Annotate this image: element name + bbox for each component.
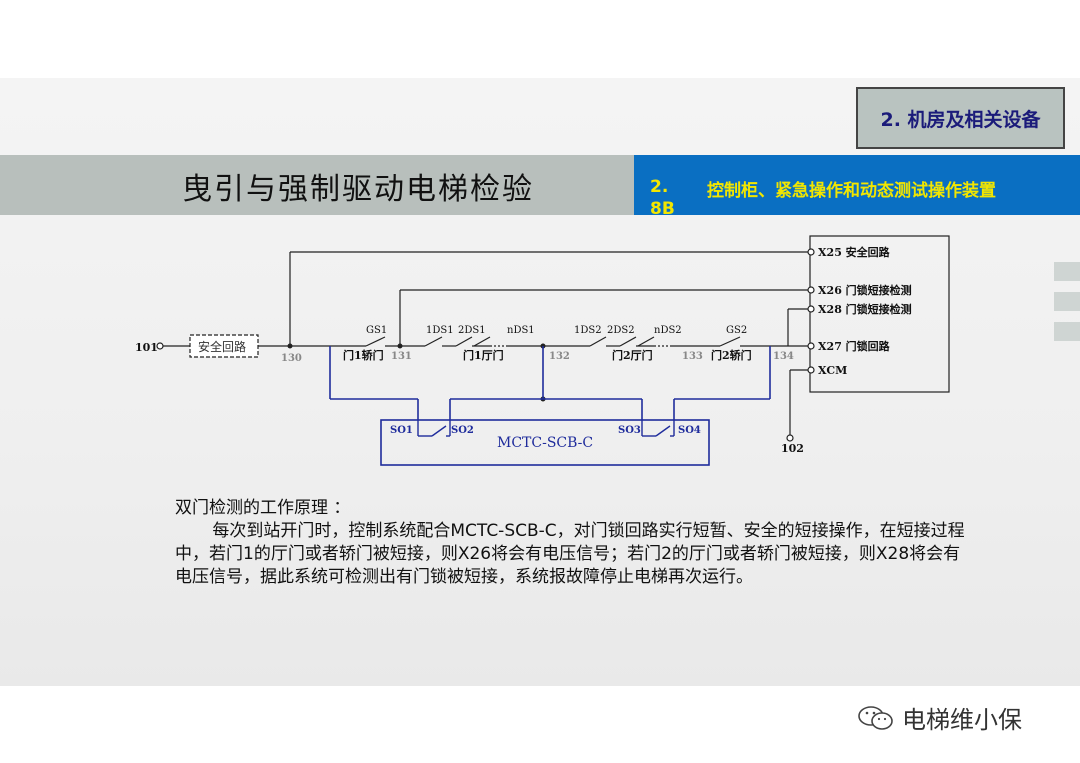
- side-tab[interactable]: [1054, 262, 1080, 281]
- section-number: 2.8B: [650, 177, 675, 219]
- door-label: 门2轿门: [711, 348, 752, 362]
- node-number: 130: [281, 353, 302, 364]
- switch-label: nDS2: [654, 325, 682, 336]
- board-contact: SO3: [618, 425, 641, 436]
- board-contact: SO4: [678, 425, 701, 436]
- switch-label: 1DS1: [426, 325, 454, 336]
- terminal-101: [156, 342, 164, 350]
- board-contact: SO1: [390, 425, 413, 436]
- controller-terminal-x27: X27 门锁回路: [818, 339, 891, 353]
- mctc-scb-c-board: [380, 419, 710, 466]
- switch-label: 2DS1: [458, 325, 486, 336]
- terminal-102: [786, 434, 794, 442]
- door-label: 门2厅门: [612, 348, 653, 362]
- switch-label: 2DS2: [607, 325, 635, 336]
- safety-wiring: [163, 251, 808, 435]
- section-band: [634, 155, 1080, 215]
- node-number: 133: [682, 351, 703, 362]
- board-contact: SO2: [451, 425, 474, 436]
- switch-label: 1DS2: [574, 325, 602, 336]
- switch-label: GS1: [366, 325, 387, 336]
- slide-title: 曳引与强制驱动电梯检验: [182, 172, 534, 207]
- controller-box: [809, 235, 950, 393]
- switch-label: GS2: [726, 325, 747, 336]
- chapter-label: 2. 机房及相关设备: [856, 87, 1065, 149]
- board-name: MCTC-SCB-C: [497, 435, 593, 451]
- controller-terminal-x26: X26 门锁短接检测: [818, 283, 912, 297]
- watermark: 电梯维小保: [856, 700, 1022, 735]
- side-tab[interactable]: [1054, 322, 1080, 341]
- terminal-102-label: 102: [781, 442, 804, 455]
- switch-label: nDS1: [507, 325, 535, 336]
- title-band: [0, 155, 634, 215]
- principle-description: 双门检测的工作原理 ： 每次到站开门时，控制系统配合MCTC-SCB-C，对门锁…: [175, 497, 965, 589]
- controller-terminal-xcm: XCM: [818, 364, 847, 377]
- node-number: 132: [549, 351, 570, 362]
- safety-box-label: 安全回路: [198, 339, 246, 354]
- side-tabs: [1054, 262, 1080, 352]
- side-tab[interactable]: [1054, 292, 1080, 311]
- wechat-icon: [858, 705, 893, 730]
- section-title: 控制柜、紧急操作和动态测试操作装置: [707, 181, 996, 201]
- terminal-101-label: 101: [135, 341, 158, 354]
- controller-terminal-x25: X25 安全回路: [818, 245, 891, 259]
- door-lock-switches: [365, 336, 741, 347]
- door-label: 门1厅门: [463, 348, 504, 362]
- safety-circuit-box: [189, 334, 259, 358]
- node-number: 131: [391, 351, 412, 362]
- description-body: 每次到站开门时，控制系统配合MCTC-SCB-C，对门锁回路实行短暂、安全的短接…: [175, 521, 965, 587]
- junction-dots: [287, 343, 546, 402]
- node-number: 134: [773, 351, 794, 362]
- controller-terminal-x28: X28 门锁短接检测: [818, 302, 912, 316]
- door-label: 门1轿门: [343, 348, 384, 362]
- description-title: 双门检测的工作原理 ：: [175, 498, 351, 518]
- watermark-text: 电梯维小保: [902, 706, 1022, 734]
- board-wiring: [329, 346, 771, 420]
